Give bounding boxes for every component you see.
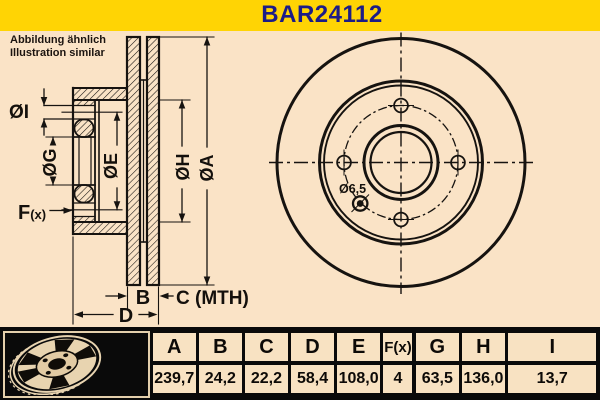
label-d: D — [119, 305, 133, 327]
friction-plate-right — [145, 35, 161, 287]
label-c-mth: C (MTH) — [176, 288, 249, 309]
table-value-cell: 24,2 — [199, 365, 242, 393]
part-number-title: BAR24112 — [261, 1, 383, 28]
table-header-cell: I — [508, 333, 597, 361]
bottom-panel: A B C D E F(x) G H I 239,7 24,2 22,2 58,… — [0, 327, 600, 400]
table-value-cell: 239,7 — [153, 365, 196, 393]
dimensions-table: A B C D E F(x) G H I 239,7 24,2 22,2 58,… — [153, 333, 599, 397]
label-dia-a: ØA — [197, 154, 217, 181]
table-value-cell: 108,0 — [337, 365, 380, 393]
table-value-cell: 58,4 — [291, 365, 334, 393]
label-f-count: F(x) — [18, 202, 46, 224]
disc-face-shading — [17, 339, 97, 390]
dimension-lines — [40, 36, 215, 325]
front-view: Ø6,5 — [269, 32, 533, 294]
table-value-cell: 136,0 — [462, 365, 505, 393]
friction-band-circle-outer — [318, 79, 484, 246]
hub-section-upper — [73, 100, 95, 106]
table-header-cell: E — [337, 333, 380, 361]
table-header-cell: H — [462, 333, 505, 361]
table-header-cell: B — [199, 333, 242, 361]
table-value-cell: 63,5 — [416, 365, 459, 393]
table-value-cell: 4 — [383, 365, 413, 393]
table-header-cell: F(x) — [383, 333, 413, 361]
hat-flange-top — [72, 87, 128, 101]
table-value-cell: 13,7 — [508, 365, 597, 393]
label-dia-i: ØI — [9, 102, 29, 123]
hub-circle — [362, 124, 440, 201]
label-dia-e: ØE — [101, 153, 121, 179]
table-header-cell: D — [291, 333, 334, 361]
table-header-row: A B C D E F(x) G H I — [153, 333, 599, 361]
cross-section-view: ØI ØG ØE ØH ØA F(x) B C (MTH) D — [9, 35, 249, 327]
locating-hole — [351, 194, 370, 213]
table-header-cell: G — [416, 333, 459, 361]
label-dia-g: ØG — [40, 148, 60, 176]
product-thumbnail-box — [3, 331, 150, 398]
hub-section-lower — [73, 216, 95, 222]
table-value-cell: 22,2 — [245, 365, 288, 393]
friction-band-circle-inner — [323, 84, 479, 241]
table-header-cell: C — [245, 333, 288, 361]
brake-disc-thumbnail — [7, 335, 102, 397]
flange-web-upper — [73, 118, 95, 138]
hat-flange-bottom — [72, 221, 128, 235]
center-bore-circle — [369, 130, 433, 195]
vent-channel — [139, 79, 148, 243]
label-b: B — [136, 287, 150, 309]
label-locating-hole: Ø6,5 — [339, 182, 366, 196]
bolt-hole-ticks — [343, 105, 459, 220]
outer-diameter-circle — [275, 37, 527, 288]
thumb-bolt-holes — [42, 353, 72, 375]
label-dia-h: ØH — [173, 154, 193, 181]
table-value-row: 239,7 24,2 22,2 58,4 108,0 4 63,5 136,0 … — [153, 365, 599, 393]
note-line-de: Abbildung ähnlich — [10, 34, 106, 46]
flange-web-lower — [73, 184, 95, 204]
illustration-note: Abbildung ähnlich Illustration similar — [10, 34, 106, 60]
section-outlines — [43, 86, 128, 236]
note-line-en: Illustration similar — [10, 46, 105, 59]
title-banner: BAR24112 — [0, 0, 600, 31]
friction-plate-left — [125, 35, 142, 287]
table-header-cell: A — [153, 333, 196, 361]
